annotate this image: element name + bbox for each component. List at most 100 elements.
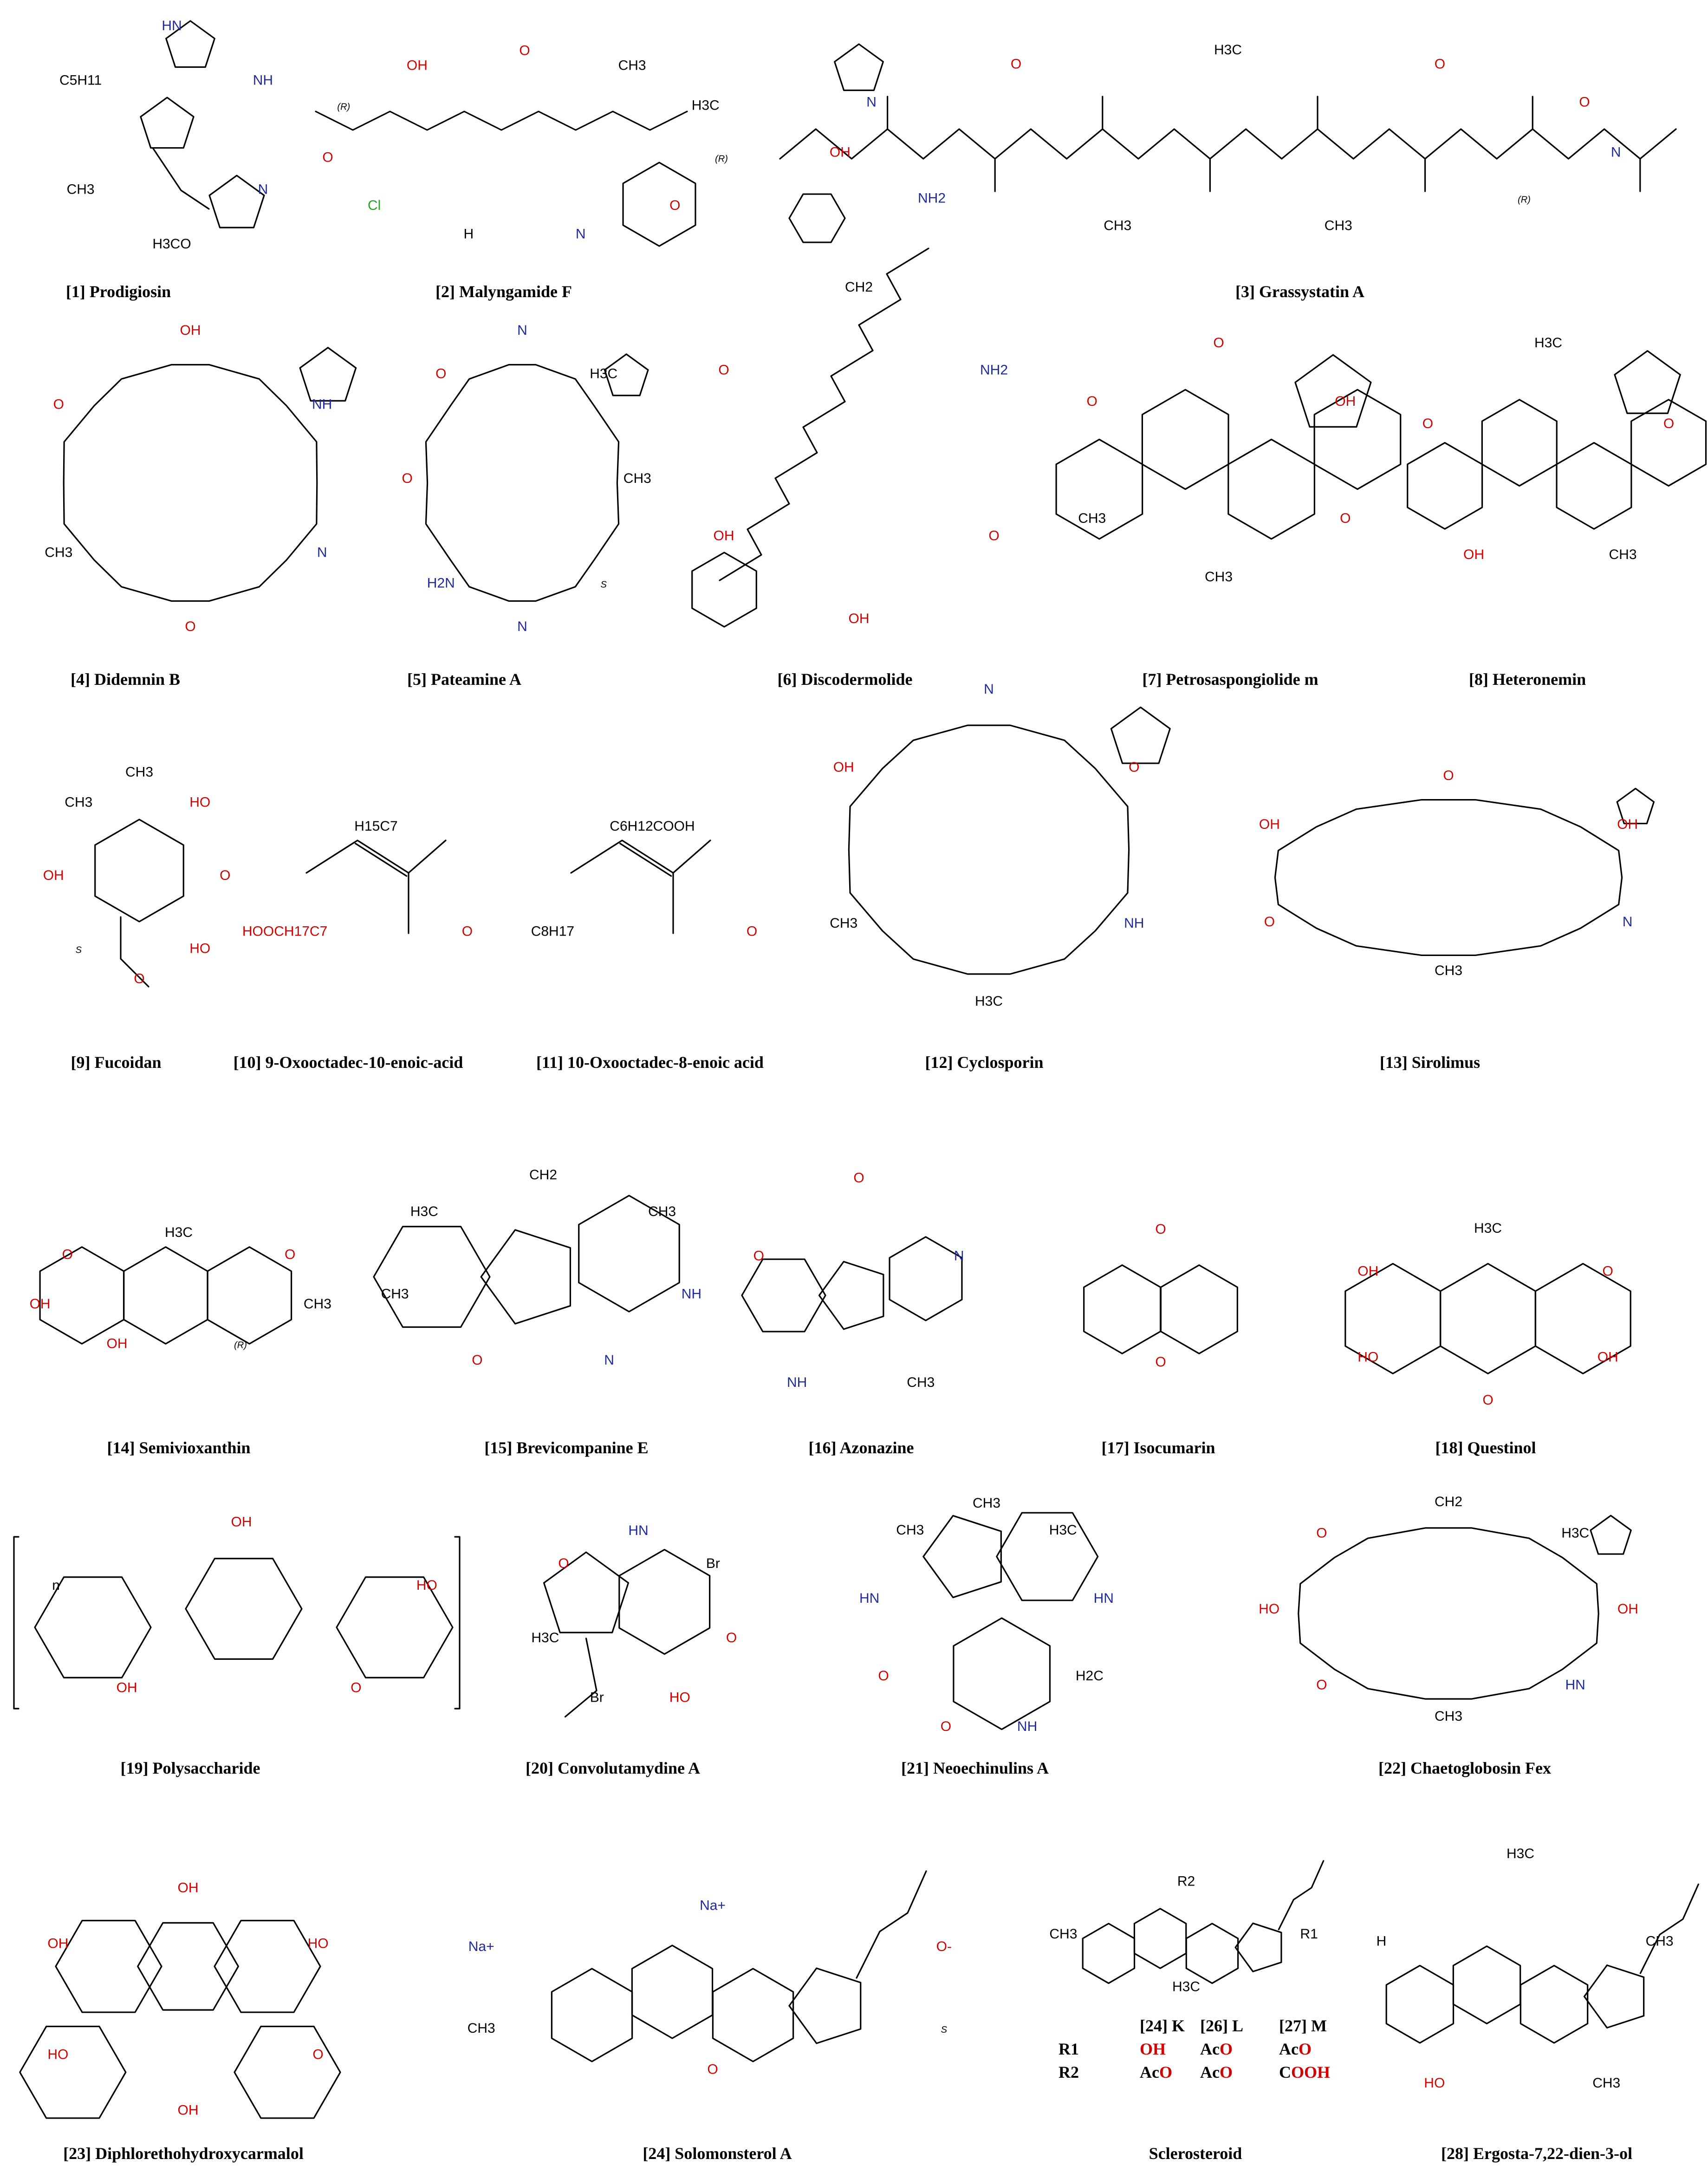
atom-label: O: [312, 2047, 323, 2062]
caption-10: [10] 9-Oxooctadec-10-enoic-acid: [234, 1053, 463, 1072]
atom-label: O: [669, 198, 680, 213]
atom-label: Na+: [700, 1898, 726, 1913]
side-ring: [1110, 706, 1171, 764]
atom-label: OH: [833, 760, 854, 775]
pyrrole-ring-b: [140, 97, 195, 149]
atom-label: (R): [1518, 195, 1531, 205]
atom-label: O: [185, 619, 195, 634]
atom-label: CH3: [1592, 2075, 1620, 2091]
atom-label: O: [853, 1170, 864, 1185]
atom-label: O: [707, 2061, 718, 2077]
atom-label: OH: [231, 1515, 252, 1530]
atom-label: N: [984, 682, 994, 697]
atom-label: H3C: [1561, 1526, 1589, 1541]
ring-1: [551, 1968, 633, 2062]
atom-label: O: [718, 363, 729, 378]
atom-label: O: [285, 1247, 295, 1262]
atom-label: N: [954, 1249, 964, 1264]
table-row-label: R1: [1059, 2040, 1079, 2058]
atom-label: CH3: [1646, 1934, 1674, 1949]
atom-label: C8H17: [531, 924, 574, 939]
atom-label: H2N: [427, 576, 455, 591]
table-cell: OH: [1140, 2040, 1166, 2058]
atom-label: CH3: [1049, 1926, 1077, 1942]
diketopiperazine-ring: [953, 1617, 1051, 1730]
atom-label: O: [1435, 57, 1445, 72]
macrocycle: [1274, 799, 1623, 956]
side-ring: [604, 353, 649, 397]
indole-pyrrole: [922, 1515, 1002, 1599]
atom-label: OH: [107, 1336, 128, 1352]
dibenzodioxin-ring-a: [55, 1919, 162, 2013]
anthraquinone-ring-2: [1439, 1263, 1537, 1374]
atom-label: N: [258, 182, 268, 197]
methylene-bridge: [152, 148, 210, 210]
atom-label: CH3: [907, 1375, 935, 1390]
ring-2: [1141, 389, 1229, 490]
caption-5: [5] Pateamine A: [407, 670, 521, 689]
atom-label: O: [402, 471, 413, 486]
ring-d: [1234, 1922, 1282, 1972]
atom-label: CH3: [468, 2021, 495, 2036]
caption-1: [1] Prodigiosin: [66, 282, 171, 301]
atom-label: H3C: [590, 366, 617, 381]
atom-label: O: [1603, 1264, 1613, 1279]
atom-label: C5H11: [59, 72, 102, 88]
aromatic-ring-a: [39, 1246, 125, 1345]
atom-label: CH3: [973, 1496, 1000, 1511]
benzene-ring: [741, 1258, 826, 1333]
atom-label: CH3: [623, 471, 651, 486]
atom-label: CH2: [1435, 1494, 1462, 1509]
caption-7: [7] Petrosaspongiolide m: [1142, 670, 1318, 689]
lactone-ring: [207, 1246, 292, 1345]
atom-label: Br: [706, 1556, 720, 1571]
atom-label: OH: [407, 58, 428, 73]
atom-label: Cl: [368, 198, 381, 213]
proline-ring: [834, 43, 884, 91]
atom-label: OH: [830, 145, 851, 160]
ring-4: [1630, 399, 1707, 487]
atom-label: O: [1316, 1526, 1327, 1541]
atom-label: OH: [43, 868, 64, 883]
atom-label: HO: [1424, 2075, 1445, 2091]
caption-12: [12] Cyclosporin: [925, 1053, 1044, 1072]
caption-9: [9] Fucoidan: [71, 1053, 161, 1072]
atom-label: H3C: [165, 1225, 193, 1240]
atom-label: OH: [714, 528, 734, 544]
atom-label: HO: [1357, 1349, 1378, 1365]
atom-label: HN: [1565, 1677, 1585, 1692]
atom-label: OH: [47, 1936, 68, 1951]
atom-label: OH: [1335, 394, 1356, 409]
alkene-double-bond: [355, 843, 408, 877]
atom-label: O: [1663, 416, 1674, 431]
table-header: [24] K: [1140, 2016, 1185, 2035]
atom-label: NH: [1017, 1719, 1037, 1734]
benzene-ring: [618, 1548, 711, 1655]
atom-label: OH: [1259, 817, 1280, 832]
atom-label: CH3: [1104, 218, 1131, 233]
atom-label: H3C: [1534, 335, 1562, 351]
enone-chain: [570, 839, 711, 874]
molecule-17: OO: [1083, 1222, 1238, 1370]
ring-2: [1133, 1908, 1187, 1969]
cyclohexenone-ring: [622, 162, 696, 247]
atom-label: O: [941, 1719, 951, 1734]
caption-16: [16] Azonazine: [809, 1438, 914, 1457]
atom-label: O: [134, 971, 144, 987]
caption-2: [2] Malyngamide F: [435, 282, 572, 301]
molecule-drawings: HNNHNH3COCH3C5H11OCH3H3C(R)ONHClO(R)OHH3…: [13, 18, 1707, 2119]
atom-label: HOOCH17C7: [242, 924, 327, 939]
caption-14: [14] Semivioxanthin: [107, 1438, 250, 1457]
atom-label: OH: [1617, 1601, 1638, 1617]
benzene-ring: [373, 1226, 491, 1328]
atom-label: S: [601, 580, 607, 590]
